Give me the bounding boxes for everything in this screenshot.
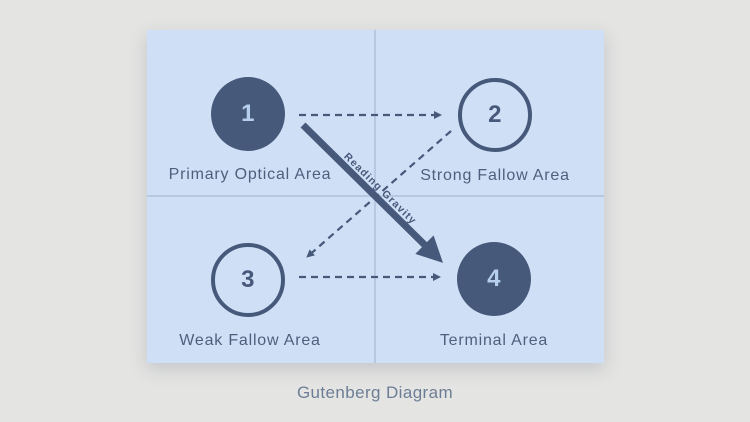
circle-terminal: 4 [457, 242, 531, 316]
label-terminal-area: Terminal Area [439, 332, 549, 349]
circle-strong-fallow: 2 [458, 78, 532, 152]
quadrant-divider-horizontal [147, 195, 604, 197]
diagram-panel: 1 Primary Optical Area 2 Strong Fallow A… [147, 30, 604, 363]
label-strong-fallow-area: Strong Fallow Area [420, 167, 570, 184]
circle-primary-optical: 1 [211, 77, 285, 151]
circle-number-4: 4 [487, 265, 501, 292]
circle-weak-fallow: 3 [211, 243, 285, 317]
circle-number-2: 2 [488, 101, 502, 128]
label-weak-fallow-area: Weak Fallow Area [179, 332, 321, 349]
diagram-caption: Gutenberg Diagram [296, 383, 454, 402]
circle-number-1: 1 [241, 100, 255, 127]
circle-number-3: 3 [241, 266, 255, 293]
label-primary-optical-area: Primary Optical Area [168, 166, 332, 183]
